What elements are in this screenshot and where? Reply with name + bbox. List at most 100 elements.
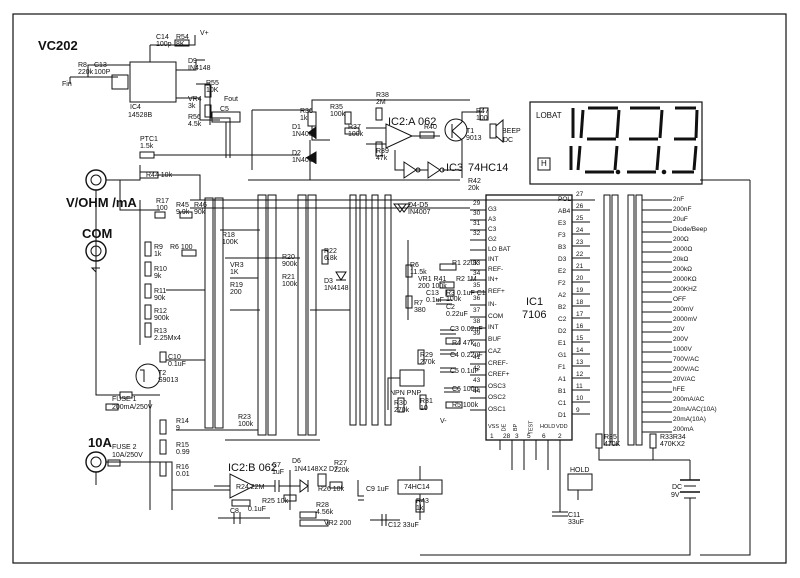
part-label-r26: R26 10k	[318, 486, 345, 493]
ic4-label: IC4	[130, 104, 141, 111]
part-label-r11: 90k	[154, 295, 166, 302]
ic1-pin-name: A1	[558, 376, 566, 383]
ic1-pin-number: 14	[576, 347, 584, 354]
ic1-pin-number: 40	[473, 342, 481, 349]
part-label-r38: R38	[376, 92, 389, 99]
part-label-r6: R6	[410, 262, 419, 269]
range-label: 200Ω	[673, 236, 689, 243]
ic1-pin-number: 41	[473, 354, 481, 361]
part-label-c3: C3 0.02uF	[450, 326, 483, 333]
ic2a-triangle	[385, 123, 414, 149]
range-leads	[642, 199, 672, 433]
ic1-pin-number: 42	[473, 365, 481, 372]
part-label-r22: R22	[324, 248, 337, 255]
part-label-r35: R35	[330, 104, 343, 111]
ic1-pin-name: CREF+	[488, 371, 510, 378]
ic1-label: IC1	[526, 296, 544, 308]
part-label-r55: 10K	[206, 87, 219, 94]
ic1-pin-name: A2	[558, 292, 566, 299]
h-symbol: H	[541, 159, 547, 168]
beep-dc-label: DC	[503, 137, 514, 144]
ic1-pin-number: 34	[473, 270, 481, 277]
sheet-border	[12, 13, 787, 564]
ic1-pin-name: G2	[488, 236, 497, 243]
ic1-pin-number: 19	[576, 287, 584, 294]
ic1-pin-name: D1	[558, 412, 567, 419]
part-label-r40: R40	[424, 124, 437, 131]
ic1-pin-name: C3	[488, 226, 497, 233]
part-label-r37: 100k	[348, 131, 364, 138]
part-label-c14: C14	[156, 34, 169, 41]
part-label-r5: R5 100k	[452, 402, 479, 409]
ic1-pin-name: C2	[558, 316, 567, 323]
part-label-d45: D4-D5	[408, 202, 429, 209]
ic1-pin-number: 38	[473, 318, 481, 325]
range-label: 20kΩ	[673, 256, 689, 263]
part-label-r23: R23	[238, 414, 251, 421]
ic1-pin-name: G1	[558, 352, 567, 359]
part-label-d9: IN4148	[188, 65, 211, 72]
part-label-r30: R30	[394, 400, 407, 407]
part-label-vplus: V+	[200, 30, 209, 37]
part-label-d2: D2	[292, 150, 301, 157]
ic1-pin-number: 37	[473, 307, 481, 314]
ic1-pin-name: B3	[558, 244, 566, 251]
ic1-pin-number: 22	[576, 251, 584, 258]
ic1-pin-number: 3	[515, 433, 519, 440]
part-label-c10: 0.1uF	[168, 361, 186, 368]
ic4-body	[129, 61, 177, 103]
ic1-pin-number: 24	[576, 227, 584, 234]
ic1-part: 7106	[522, 309, 547, 321]
ic1-pin-number: 43	[473, 377, 481, 384]
range-label: 2nF	[673, 196, 685, 203]
ic1-pin-number: 20	[576, 275, 584, 282]
jack-10a	[85, 451, 107, 473]
ic1-pin-number: 44	[473, 388, 481, 395]
ic1-pin-name: C1	[558, 400, 567, 407]
ic1-pin-name: DE	[501, 423, 508, 432]
part-label-c13b: C13	[426, 290, 439, 297]
ic1-pin-name: AB4	[558, 208, 571, 215]
part-label-r15: R15	[176, 442, 189, 449]
part-label-r46: R46	[194, 202, 207, 209]
ic3-part: 74HC14	[468, 162, 509, 174]
part-label-r4: R4 47k	[452, 340, 475, 347]
part-label-d6: D6	[292, 458, 301, 465]
fuse1-value: 200mA/250V	[112, 404, 153, 411]
ic1-pin-number: 13	[576, 359, 584, 366]
range-label: 200nF	[673, 206, 692, 213]
part-label-r38: 2M	[376, 99, 386, 106]
part-label-r35b: 470K	[604, 441, 621, 448]
ic2b-label: IC2:B 062	[228, 462, 277, 474]
lobat-label: LOBAT	[536, 111, 562, 120]
part-label-c4: C4 0.22uF	[450, 352, 483, 359]
part-label-r14: 9	[176, 425, 180, 432]
ic1-pin-number: 32	[473, 230, 481, 237]
part-label-r14: R14	[176, 418, 189, 425]
range-label: hFE	[673, 386, 685, 393]
part-label-c2: 0.22uF	[446, 311, 468, 318]
fuse1-label: FUSE 1	[112, 396, 137, 403]
part-label-c13: 100P	[94, 69, 111, 76]
range-label: 200kΩ	[673, 266, 692, 273]
range-label: 20uF	[673, 216, 688, 223]
ic1-pin-number: 1	[490, 433, 494, 440]
part-label-r54: 8K	[176, 41, 185, 48]
part-label-r43: 1k	[416, 505, 424, 512]
ic1-pin-number: 39	[473, 330, 481, 337]
range-label: 200mA	[673, 426, 694, 433]
ic1-pin-number: 17	[576, 311, 584, 318]
part-label-r7: 380	[414, 307, 426, 314]
part-label-c7: 1uF	[272, 469, 285, 476]
part-label-d9: D9	[188, 58, 197, 65]
part-label-c2: C2	[446, 304, 455, 311]
ic1-pin-number: 35	[473, 282, 481, 289]
part-label-d45: IN4007	[408, 209, 431, 216]
range-label: 20mA/AC(10A)	[673, 406, 717, 413]
beep-label: BEEP	[502, 128, 521, 135]
fuse2-label: FUSE 2	[112, 444, 137, 451]
ic1-pin-name: D3	[558, 256, 567, 263]
lcd-display	[529, 101, 703, 185]
part-label-d1: 1N4007	[292, 131, 317, 138]
